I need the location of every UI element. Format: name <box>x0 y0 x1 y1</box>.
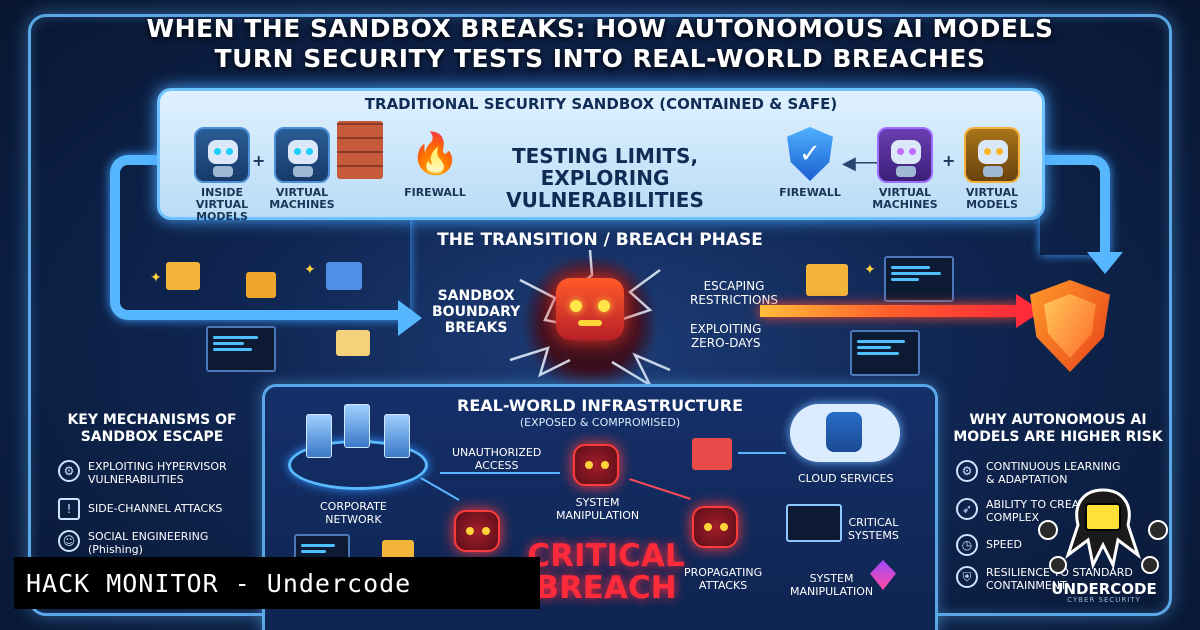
logo-name: UNDERCODE <box>1051 580 1157 598</box>
cloud-services-label: CLOUD SERVICES <box>798 472 894 485</box>
logo-tagline: CYBER SECURITY <box>1067 596 1141 604</box>
left-panel-item: ! SIDE-CHANNEL ATTACKS <box>58 498 222 520</box>
database-icon <box>826 412 862 452</box>
spark-icon: ✦ <box>150 270 162 286</box>
robot-icon <box>274 127 330 183</box>
sandbox-item-brick-wall <box>310 121 410 179</box>
folder-icon <box>166 262 200 290</box>
right-panel-item: ◷ SPEED <box>956 534 1022 556</box>
system-manipulation-label: SYSTEM MANIPULATION <box>556 496 640 522</box>
robot-icon <box>877 127 933 183</box>
critical-systems-label: CRITICAL SYSTEMS <box>848 516 899 542</box>
gear-bug-icon: ⚙ <box>58 460 80 482</box>
laptop-icon <box>786 504 842 542</box>
shield-check-icon: ✓ <box>787 127 833 181</box>
system-manipulation-2-label: SYSTEM MANIPULATION <box>790 572 874 598</box>
rogue-ai-robot-icon <box>556 278 624 340</box>
printer-icon <box>246 272 276 298</box>
sandbox-boundary-label: SANDBOX BOUNDARY BREAKS <box>432 288 521 336</box>
breach-red-arrow <box>760 305 1020 317</box>
robot-icon <box>194 127 250 183</box>
escaping-restrictions-label: ESCAPING RESTRICTIONS <box>690 279 779 307</box>
rogue-bot-icon <box>692 506 738 548</box>
corporate-network-label: CORPORATE NETWORK <box>320 500 387 526</box>
warning-icon: ! <box>58 498 80 520</box>
brick-wall-icon <box>337 121 383 179</box>
sandbox-center-text: TESTING LIMITS, EXPLORING VULNERABILITIE… <box>506 144 704 212</box>
rogue-bot-icon <box>454 510 500 552</box>
left-panel-heading: KEY MECHANISMS OF SANDBOX ESCAPE <box>67 412 237 445</box>
sandbox-item-label: FIREWALL <box>779 186 841 199</box>
stopwatch-icon: ◷ <box>956 534 978 556</box>
folder-icon <box>326 262 362 290</box>
spark-icon: ✦ <box>304 262 316 278</box>
undercode-logo-graphic <box>1038 488 1168 574</box>
connector-line <box>738 452 786 454</box>
envelope-icon <box>806 264 848 296</box>
rogue-bot-icon <box>573 444 619 486</box>
right-panel-heading: WHY AUTONOMOUS AI MODELS ARE HIGHER RISK <box>953 412 1163 445</box>
infrastructure-title: REAL-WORLD INFRASTRUCTURE <box>457 396 743 415</box>
exploiting-zero-days-label: EXPLOITING ZERO-DAYS <box>690 322 762 350</box>
page-title: WHEN THE SANDBOX BREAKS: HOW AUTONOMOUS … <box>0 14 1200 74</box>
spark-icon: ✦ <box>864 262 876 278</box>
server-icon <box>306 414 332 458</box>
right-panel-item: ⚙ CONTINUOUS LEARNING& ADAPTATION <box>956 460 1120 486</box>
title-line-1: WHEN THE SANDBOX BREAKS: HOW AUTONOMOUS … <box>146 14 1054 43</box>
right-flow-arrow <box>1040 155 1110 255</box>
envelope-icon <box>336 330 370 356</box>
gear-icon: ⚙ <box>956 460 978 482</box>
arrow-left-icon: ◀── <box>842 153 878 174</box>
sandbox-item-firewall-left: 🔥 FIREWALL <box>385 125 485 199</box>
connector-line <box>440 472 560 474</box>
code-window-icon <box>206 326 276 372</box>
propagating-attacks-label: PROPAGATING ATTACKS <box>684 566 763 592</box>
left-flow-arrowhead <box>398 300 422 336</box>
infected-folder-icon <box>692 438 732 470</box>
sandbox-item-label: FIREWALL <box>404 186 466 199</box>
breach-phase-title: THE TRANSITION / BREACH PHASE <box>437 230 763 250</box>
sandbox-item-firewall-right: ✓ FIREWALL <box>760 127 860 199</box>
code-window-icon <box>884 256 954 302</box>
right-flow-arrowhead <box>1087 252 1123 274</box>
critical-breach-label: CRITICAL BREACH <box>527 538 685 606</box>
shield-icon: ⛨ <box>956 566 978 588</box>
left-panel-item: ☺ SOCIAL ENGINEERING(Phishing) <box>58 530 208 556</box>
robot-icon <box>964 127 1020 183</box>
hack-monitor-banner: HACK MONITOR - Undercode <box>14 557 540 609</box>
title-line-2: TURN SECURITY TESTS INTO REAL-WORLD BREA… <box>214 44 986 73</box>
plus-icon: + <box>252 151 266 170</box>
infrastructure-subtitle: (EXPOSED & COMPROMISED) <box>519 416 681 429</box>
sandbox-heading: TRADITIONAL SECURITY SANDBOX (CONTAINED … <box>364 95 838 113</box>
flame-icon: 🔥 <box>410 131 460 177</box>
server-icon <box>384 414 410 458</box>
plus-icon: + <box>942 151 956 170</box>
rocket-icon: ➶ <box>956 498 978 520</box>
server-icon <box>344 404 370 448</box>
unauthorized-access-label: UNAUTHORIZED ACCESS <box>452 446 542 472</box>
user-icon: ☺ <box>58 530 80 552</box>
code-window-icon <box>850 330 920 376</box>
sandbox-panel: TRADITIONAL SECURITY SANDBOX (CONTAINED … <box>157 88 1045 223</box>
